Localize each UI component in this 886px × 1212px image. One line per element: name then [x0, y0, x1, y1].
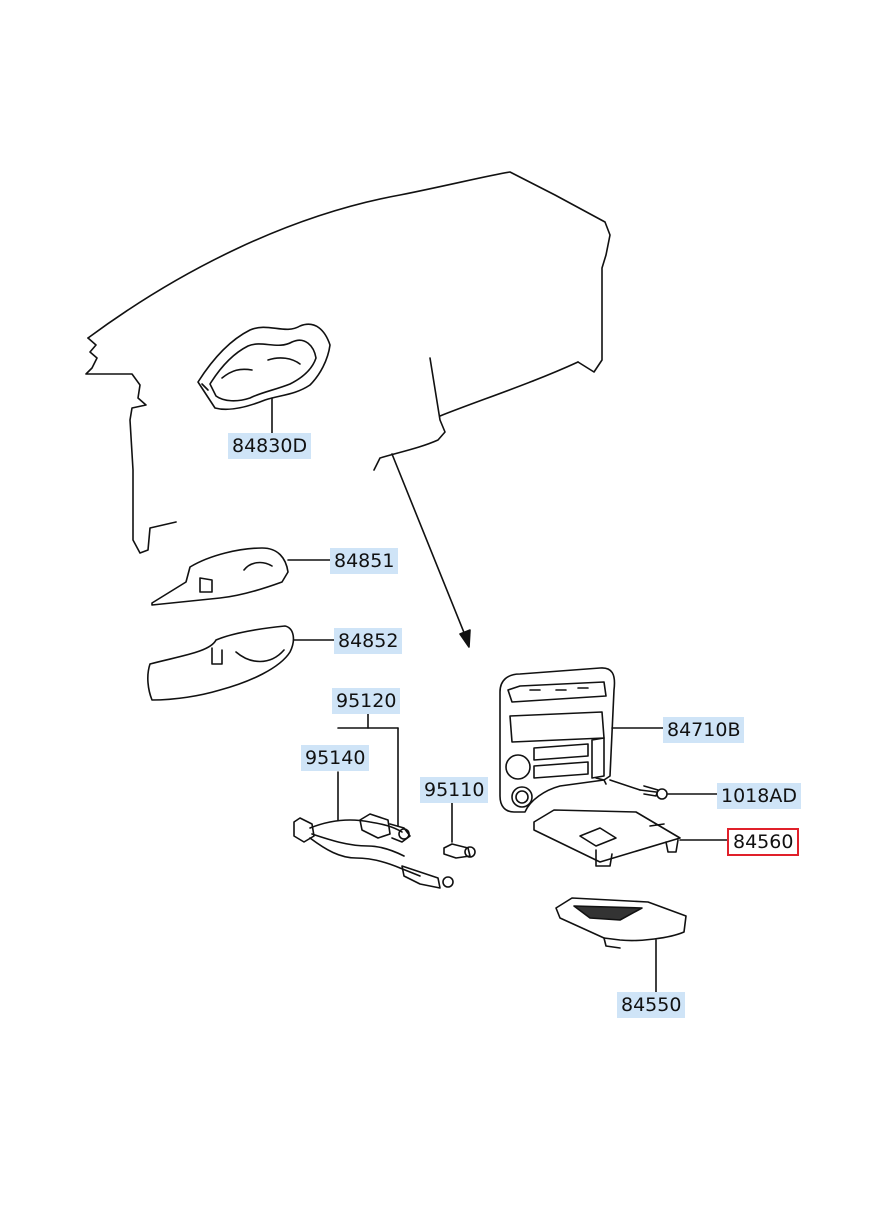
part-label-84560-selected[interactable]: 84560: [727, 828, 800, 856]
part-label-84550[interactable]: 84550: [617, 992, 686, 1018]
wiring-harness-part: [293, 713, 454, 889]
ashtray-part: [555, 897, 687, 993]
part-label-95140[interactable]: 95140: [301, 745, 370, 771]
assembly-arrow: [391, 453, 471, 648]
lower-garnish-lower-part: [147, 625, 335, 701]
part-label-84710B[interactable]: 84710B: [663, 717, 745, 743]
part-label-1018AD[interactable]: 1018AD: [717, 783, 801, 809]
part-label-84851[interactable]: 84851: [330, 548, 399, 574]
part-label-84852[interactable]: 84852: [334, 628, 403, 654]
cluster-bezel-part: [197, 323, 331, 434]
part-label-95120[interactable]: 95120: [332, 688, 401, 714]
center-fascia-panel-part: [499, 667, 664, 813]
part-label-95110[interactable]: 95110: [420, 777, 489, 803]
part-label-84830D[interactable]: 84830D: [228, 433, 312, 459]
screw-part: [609, 779, 718, 800]
bulb-socket-part: [443, 802, 476, 859]
ashtray-cover-part: [533, 809, 728, 867]
dashboard-outline: [85, 171, 611, 554]
lower-garnish-upper-part: [151, 547, 331, 606]
